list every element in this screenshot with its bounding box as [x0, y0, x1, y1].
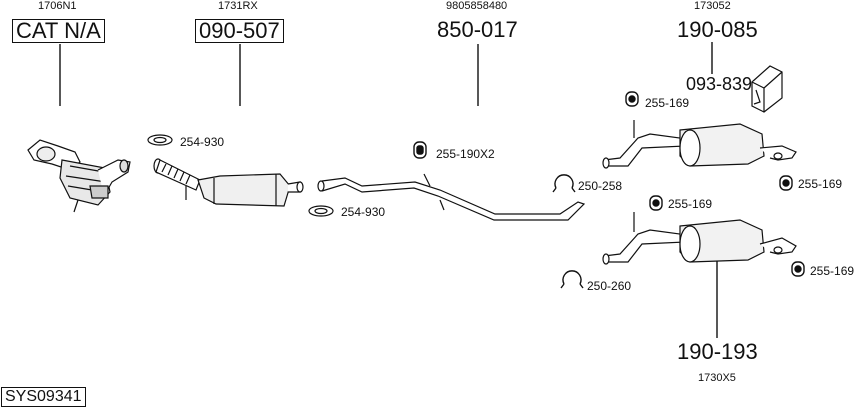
- part-number-middle-pipe[interactable]: 850-017: [437, 17, 518, 42]
- ref-number-front-pipe: 1731RX: [218, 0, 258, 12]
- diagram-id-label: SYS09341: [1, 387, 86, 407]
- rubber-mount-icon: [791, 261, 805, 277]
- gasket-ring-icon: [308, 205, 334, 217]
- clamp-icon: [552, 174, 576, 193]
- part-number-rear-lower[interactable]: 190-193: [677, 339, 758, 364]
- rear-silencer-upper-drawing: [602, 120, 797, 169]
- front-pipe-drawing: [153, 158, 304, 207]
- ref-number-middle-pipe: 9805858480: [446, 0, 508, 12]
- part-label-255-169-c[interactable]: 255-169: [668, 197, 713, 211]
- part-label-250-258[interactable]: 250-258: [578, 179, 623, 193]
- part-label-255-169-b[interactable]: 255-169: [798, 177, 843, 191]
- catalytic-converter-drawing: [27, 139, 131, 213]
- rubber-mount-icon: [625, 91, 639, 107]
- rubber-mount-icon: [779, 175, 793, 191]
- part-number-rear-upper[interactable]: 190-085: [677, 17, 758, 42]
- part-label-255-190x2[interactable]: 255-190X2: [436, 147, 495, 161]
- part-label-255-169-d[interactable]: 255-169: [810, 264, 855, 278]
- mounting-kit-box-icon: [751, 65, 783, 113]
- ref-number-rear-upper: 173052: [694, 0, 731, 12]
- rear-silencer-lower-drawing: [602, 212, 797, 265]
- part-label-093-839[interactable]: 093-839: [686, 74, 753, 94]
- rubber-mount-icon: [649, 195, 663, 211]
- gasket-ring-icon: [147, 134, 173, 146]
- part-label-254-930-bottom[interactable]: 254-930: [341, 205, 386, 219]
- part-number-front-pipe[interactable]: 090-507: [195, 19, 284, 43]
- part-number-cat[interactable]: CAT N/A: [12, 19, 105, 43]
- clamp-icon: [560, 270, 584, 289]
- part-label-255-169-a[interactable]: 255-169: [645, 96, 690, 110]
- ref-number-cat: 1706N1: [38, 0, 77, 12]
- ref-number-rear-lower: 1730X5: [698, 372, 736, 384]
- rubber-mount-icon: [413, 141, 427, 159]
- part-label-250-260[interactable]: 250-260: [587, 279, 632, 293]
- middle-pipe-drawing: [317, 173, 586, 221]
- part-label-254-930-top[interactable]: 254-930: [180, 135, 225, 149]
